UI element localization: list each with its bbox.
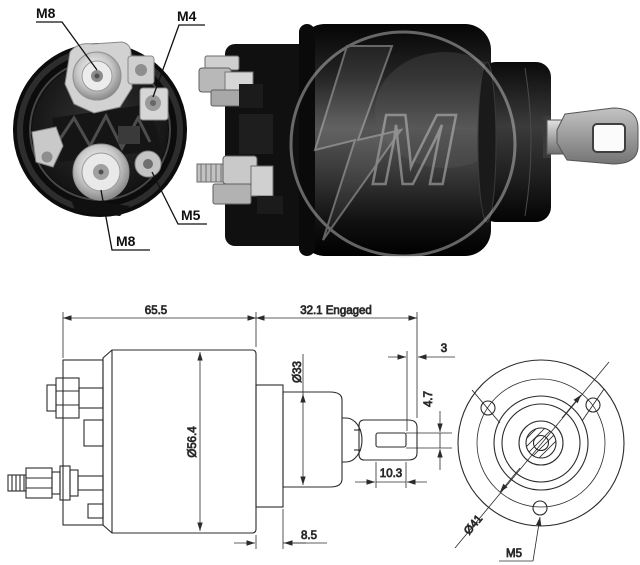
winding-area [52,104,162,162]
svg-text:8.5: 8.5 [301,530,317,542]
terminal-hardware-bottom [196,155,283,214]
side-view-outline [7,349,418,534]
terminal-bolt-lower [7,465,104,519]
label-m8-top: M8 [36,5,56,21]
label-m5: M5 [181,207,201,223]
side-view-photo: M [196,24,639,258]
fork-slot [375,432,407,448]
rear-housing [196,44,311,246]
zm-watermark: M [289,30,517,258]
rear-view-photo: M8 M4 M5 M8 [13,5,207,251]
svg-text:Ø56.4: Ø56.4 [187,426,199,458]
terminal-bolt-upper [46,377,104,447]
dim-boss-diameter: Ø33 [292,354,306,486]
dim-mount-thread: M5 [499,516,542,562]
front-view-dimensions: Ø41 M5 [454,361,610,562]
dim-collar-width: 8.5 [234,509,327,549]
watermark-letter: M [371,94,457,206]
mount-hole-left [480,400,496,416]
solenoid-rear-body [13,41,187,217]
mount-hole-bottom [532,500,548,516]
terminal-m4 [139,87,169,121]
svg-text:65.5: 65.5 [145,305,167,317]
svg-text:4.7: 4.7 [423,391,435,407]
dim-body-diameter: Ø56.4 [187,351,203,532]
bracket-left [31,126,64,168]
lightning-glyph [313,45,404,241]
svg-text:Ø33: Ø33 [292,361,304,383]
dim-slot-length: 10.3 [355,462,427,488]
rear-callouts: M8 M4 M5 M8 [36,5,207,251]
fork-eyelet-hole [592,123,626,153]
svg-text:32.1 Engaged: 32.1 Engaged [300,305,372,317]
dim-overall-length: 65.5 [62,305,257,358]
dim-slot-height: 4.7 [406,391,452,470]
main-body [102,349,257,534]
svg-text:10.3: 10.3 [380,468,402,480]
leader-m5 [151,171,207,225]
label-m4: M4 [177,8,197,24]
leader-m4 [152,24,205,98]
leader-m8-top [36,21,98,71]
terminal-hardware-top [198,55,263,108]
drive-fork [556,107,639,165]
svg-text:3: 3 [441,343,447,355]
mount-hole-right [585,397,601,413]
terminal-m5 [134,150,162,178]
side-view-dimensions: 65.5 32.1 Engaged Ø56.4 Ø33 [62,305,455,549]
dim-engaged-travel: 32.1 Engaged [255,305,418,418]
front-cap [477,61,551,223]
plunger-ball [342,417,363,463]
svg-text:M5: M5 [506,548,522,560]
mounting-boss [282,391,343,488]
dim-fork-tip: 3 [388,343,455,431]
terminal-m8-bottom [72,143,130,201]
terminal-m8-top [72,51,122,101]
collar [255,384,284,508]
front-view-circles [457,359,625,527]
mount-holes [471,388,605,516]
front-view: Ø41 M5 [454,359,625,562]
drive-fork-outline [358,419,418,461]
leader-m8-bottom [100,189,150,251]
svg-text:Ø41: Ø41 [462,513,485,537]
label-m8-bottom: M8 [116,233,136,249]
technical-drawing: 65.5 32.1 Engaged Ø56.4 Ø33 [7,305,625,562]
